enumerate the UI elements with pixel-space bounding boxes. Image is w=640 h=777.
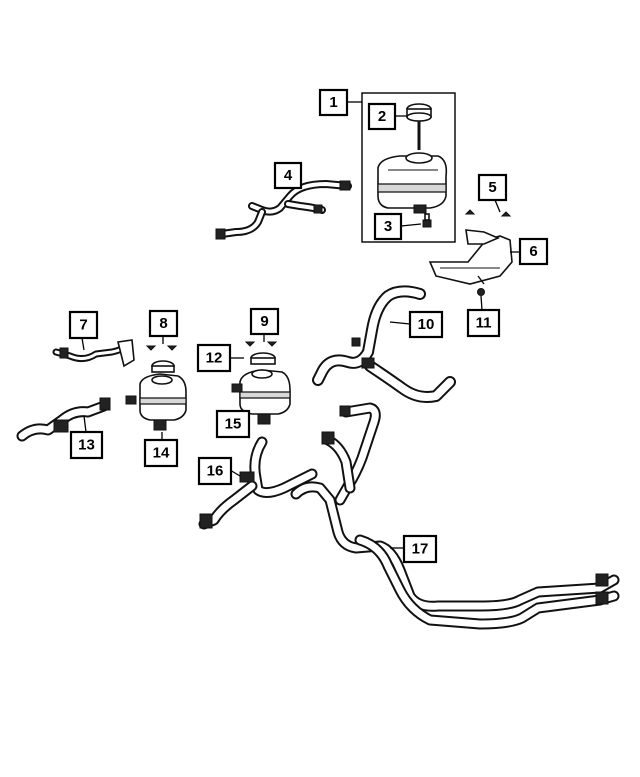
callout-11[interactable]: 11 [466,308,501,338]
callout-6-label: 6 [529,243,537,260]
callout-4[interactable]: 4 [273,161,303,190]
hose-4-part[interactable] [215,180,352,240]
leader-11 [480,295,483,311]
callout-16[interactable]: 16 [197,456,233,486]
pressure-cap-part[interactable] [406,103,432,150]
callout-17-label: 17 [412,541,429,558]
callout-15[interactable]: 15 [215,409,251,439]
callout-5-label: 5 [488,179,496,196]
callout-11-label: 11 [476,315,492,332]
coolant-reservoir-part[interactable] [377,152,448,214]
callout-8[interactable]: 8 [148,309,179,338]
cap-12a-part[interactable] [151,360,175,373]
callout-12-label: 12 [206,350,223,367]
callout-3-label: 3 [384,218,392,235]
hose-10-part[interactable] [312,285,456,403]
callout-12[interactable]: 12 [196,343,232,373]
leader-3 [400,223,422,227]
leader-10 [389,321,411,325]
reservoir-15-part[interactable] [231,369,291,425]
callout-9[interactable]: 9 [249,307,280,336]
callout-6[interactable]: 6 [518,237,549,266]
callout-9-label: 9 [260,313,268,330]
callout-14[interactable]: 14 [143,438,179,468]
callout-10-label: 10 [418,316,435,333]
leader-5 [494,199,501,213]
hose-16-part[interactable] [198,436,318,530]
hose-13-part[interactable] [16,397,111,442]
sensor-part[interactable] [422,213,432,228]
callout-1[interactable]: 1 [318,88,349,117]
fastener-5-part[interactable] [464,209,512,217]
fastener-9-part[interactable] [244,341,278,347]
callout-4-label: 4 [284,167,293,184]
callout-13-label: 13 [78,437,95,454]
bracket-6-part[interactable] [428,229,513,285]
assembly-1-group-box [361,92,456,243]
callout-14-label: 14 [153,445,170,462]
fastener-8-part[interactable] [145,345,178,351]
callout-5[interactable]: 5 [477,173,508,202]
callout-7-label: 7 [79,317,87,334]
callout-13[interactable]: 13 [69,430,104,460]
leader-7 [81,337,85,351]
hose-17-part[interactable] [290,402,620,630]
callout-2[interactable]: 2 [367,102,397,131]
reservoir-14-part[interactable] [125,373,187,431]
callout-1-label: 1 [329,94,337,111]
cap-12b-part[interactable] [250,352,276,365]
callout-7[interactable]: 7 [68,310,99,340]
fastener-11-part[interactable] [477,288,485,296]
callout-17[interactable]: 17 [402,534,438,564]
callout-15-label: 15 [225,416,242,433]
hose-7-part[interactable] [52,339,135,368]
leader-13 [83,415,87,433]
callout-16-label: 16 [207,463,224,480]
callout-8-label: 8 [159,315,167,332]
callout-10[interactable]: 10 [408,310,444,339]
callout-2-label: 2 [378,108,386,125]
callout-3[interactable]: 3 [373,212,403,241]
